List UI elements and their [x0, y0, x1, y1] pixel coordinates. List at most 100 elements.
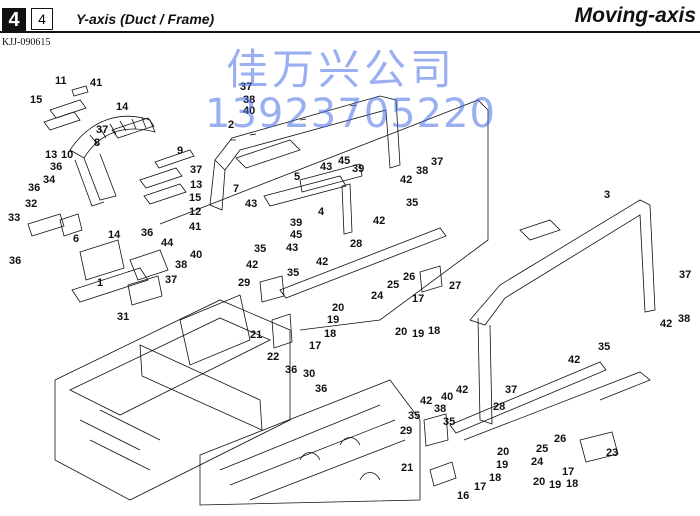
- callout-label: 37: [240, 81, 252, 93]
- callout-label: 16: [457, 490, 469, 502]
- callout-label: 36: [315, 383, 327, 395]
- callout-label: 20: [395, 326, 407, 338]
- callout-label: 25: [536, 443, 548, 455]
- chapter-number: 4: [2, 8, 26, 32]
- callout-label: 39: [290, 217, 302, 229]
- callout-label: 20: [332, 302, 344, 314]
- callout-label: 40: [243, 105, 255, 117]
- callout-label: 37: [679, 269, 691, 281]
- callout-label: 45: [338, 155, 350, 167]
- callout-label: 24: [371, 290, 384, 302]
- callout-label: 42: [316, 256, 328, 268]
- callout-label: 14: [116, 101, 129, 113]
- callout-label: 6: [73, 233, 79, 245]
- cable-duct-assembly: [27, 85, 195, 306]
- callout-label: 35: [598, 341, 610, 353]
- callout-label: 34: [43, 174, 56, 186]
- callout-label: 31: [117, 311, 129, 323]
- callout-label: 20: [497, 446, 509, 458]
- callout-label: 26: [554, 433, 566, 445]
- callout-label: 24: [531, 456, 544, 468]
- callout-label: 4: [318, 206, 325, 218]
- callout-label: 35: [408, 410, 420, 422]
- section-number: 4: [31, 8, 53, 30]
- callout-label: 37: [165, 274, 177, 286]
- callout-label: 27: [449, 280, 461, 292]
- callout-label: 19: [549, 479, 561, 491]
- page-header: 4 4 Y-axis (Duct / Frame) Moving-axis: [0, 0, 700, 40]
- category-title: Moving-axis: [574, 4, 696, 27]
- callout-label: 13: [190, 179, 202, 191]
- exploded-parts-diagram: 11 41 15 14 37 8 13 10 36 34 36 32 33 36…: [8, 75, 691, 506]
- callout-label: 42: [568, 354, 580, 366]
- callout-label: 12: [189, 206, 201, 218]
- callout-label: 37: [505, 384, 517, 396]
- callout-label: 21: [250, 329, 262, 341]
- callout-label: 35: [254, 243, 266, 255]
- callout-label: 41: [189, 221, 201, 233]
- callout-label: 18: [428, 325, 440, 337]
- callout-label: 42: [456, 384, 468, 396]
- callout-label: 17: [474, 481, 486, 493]
- callout-label: 2: [228, 119, 234, 131]
- callout-label: 20: [533, 476, 545, 488]
- callout-label: 45: [290, 229, 302, 241]
- callout-label: 36: [141, 227, 153, 239]
- callout-label: 13: [45, 149, 57, 161]
- callout-label: 39: [352, 163, 364, 175]
- callout-label: 38: [416, 165, 428, 177]
- callout-label: 36: [50, 161, 62, 173]
- callout-label: 18: [489, 472, 501, 484]
- callout-label: 15: [189, 192, 201, 204]
- callout-labels: 11 41 15 14 37 8 13 10 36 34 36 32 33 36…: [8, 75, 691, 502]
- callout-label: 26: [403, 271, 415, 283]
- right-frame-assembly: [423, 199, 656, 487]
- callout-label: 30: [303, 368, 315, 380]
- callout-label: 18: [324, 328, 336, 340]
- callout-label: 17: [309, 340, 321, 352]
- callout-label: 29: [238, 277, 250, 289]
- callout-label: 44: [161, 237, 174, 249]
- callout-label: 42: [246, 259, 258, 271]
- callout-label: 19: [327, 314, 339, 326]
- callout-label: 36: [28, 182, 40, 194]
- callout-label: 36: [285, 364, 297, 376]
- callout-label: 35: [443, 416, 455, 428]
- callout-label: 35: [287, 267, 299, 279]
- page-title: Y-axis (Duct / Frame): [76, 11, 215, 27]
- callout-label: 15: [30, 94, 42, 106]
- callout-label: 8: [94, 137, 100, 149]
- callout-label: 11: [55, 75, 67, 87]
- header-rule: [0, 31, 700, 33]
- callout-label: 5: [294, 171, 300, 183]
- callout-label: 19: [412, 328, 424, 340]
- callout-label: 43: [245, 198, 257, 210]
- callout-label: 1: [97, 277, 103, 289]
- callout-label: 43: [286, 242, 298, 254]
- callout-label: 38: [434, 403, 446, 415]
- callout-label: 42: [660, 318, 672, 330]
- callout-label: 17: [562, 466, 574, 478]
- callout-label: 10: [61, 149, 73, 161]
- callout-label: 40: [190, 249, 202, 261]
- callout-label: 18: [566, 478, 578, 490]
- callout-label: 14: [108, 229, 121, 241]
- callout-label: 29: [400, 425, 412, 437]
- left-frame-assembly: [159, 95, 489, 349]
- callout-label: 43: [320, 161, 332, 173]
- callout-label: 17: [412, 293, 424, 305]
- callout-label: 28: [350, 238, 362, 250]
- callout-label: 7: [233, 183, 239, 195]
- callout-label: 21: [401, 462, 413, 474]
- callout-label: 19: [496, 459, 508, 471]
- callout-label: 36: [9, 255, 21, 267]
- document-code: KJJ-090615: [2, 37, 51, 48]
- callout-label: 32: [25, 198, 37, 210]
- callout-label: 9: [177, 145, 183, 157]
- callout-label: 3: [604, 189, 610, 201]
- callout-label: 42: [400, 174, 412, 186]
- callout-label: 38: [678, 313, 690, 325]
- callout-label: 37: [190, 164, 202, 176]
- callout-label: 33: [8, 212, 20, 224]
- callout-label: 37: [431, 156, 443, 168]
